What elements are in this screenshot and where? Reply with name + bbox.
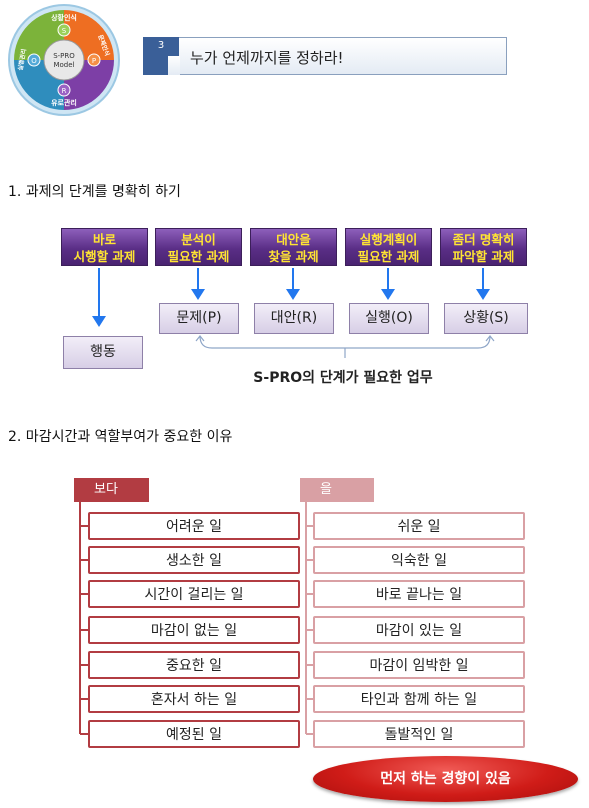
left-item: 마감이 없는 일 (88, 616, 300, 644)
logo-letter-s: S (62, 27, 67, 35)
step-problem: 문제(P) (159, 303, 239, 334)
right-item: 쉬운 일 (313, 512, 525, 540)
section1-heading: 1. 과제의 단계를 명확히 하기 (8, 184, 181, 200)
arrow-shaft-situation (482, 268, 484, 290)
task-needs-analysis: 분석이 필요한 과제 (155, 228, 242, 266)
conclusion-badge: 먼저 하는 경향이 있음 (313, 756, 578, 802)
task-find-alternative: 대안을 찾을 과제 (250, 228, 337, 266)
task-clarify: 좀더 명확히 파악할 과제 (440, 228, 527, 266)
step-execution: 실행(O) (349, 303, 429, 334)
logo-center-line1: S-PRO (53, 52, 75, 60)
step-alternative: 대안(R) (254, 303, 334, 334)
right-item: 타인과 함께 하는 일 (313, 685, 525, 713)
right-item: 돌발적인 일 (313, 720, 525, 748)
right-item: 익숙한 일 (313, 546, 525, 574)
left-connector (79, 500, 88, 735)
s-pro-model-logo: S-PRO Model S P R O 상황인식 문제인식 유로관리 실행관리 (8, 4, 120, 116)
arrow-down-icon (381, 289, 395, 300)
title-number-notch (168, 56, 180, 75)
right-header: 을 (300, 478, 374, 502)
left-header: 보다 (74, 478, 149, 502)
left-item: 생소한 일 (88, 546, 300, 574)
left-item: 중요한 일 (88, 651, 300, 679)
right-item: 마감이 있는 일 (313, 616, 525, 644)
spro-note: S-PRO의 단계가 필요한 업무 (253, 370, 433, 386)
left-item: 예정된 일 (88, 720, 300, 748)
logo-quadrant-bottom: 유로관리 (51, 98, 77, 107)
arrow-shaft-execution (387, 268, 389, 290)
right-connector (305, 500, 314, 735)
arrow-down-icon (92, 316, 106, 327)
left-item: 혼자서 하는 일 (88, 685, 300, 713)
section2-heading: 2. 마감시간과 역할부여가 중요한 이유 (8, 429, 233, 445)
arrow-down-icon (476, 289, 490, 300)
left-item: 시간이 걸리는 일 (88, 580, 300, 608)
task-immediate: 바로 시행할 과제 (61, 228, 148, 266)
task-needs-plan: 실행계획이 필요한 과제 (345, 228, 432, 266)
left-item: 어려운 일 (88, 512, 300, 540)
arrow-shaft-problem (197, 268, 199, 290)
section-title-bar: 3 누가 언제까지를 정하라! (143, 37, 507, 75)
action-box: 행동 (63, 336, 143, 369)
logo-letter-p: P (92, 57, 96, 65)
page-title: 누가 언제까지를 정하라! (190, 49, 344, 67)
arrow-shaft-alternative (292, 268, 294, 290)
arrow-down-icon (191, 289, 205, 300)
logo-letter-r: R (62, 87, 67, 95)
arrow-down-icon (286, 289, 300, 300)
logo-quadrant-top: 상황인식 (51, 13, 77, 22)
logo-center-line2: Model (53, 61, 74, 69)
arrow-shaft-action (98, 268, 100, 316)
logo-quadrant-left: 실행관리 (16, 48, 28, 71)
steps-bracket (195, 335, 495, 358)
right-item: 마감이 임박한 일 (313, 651, 525, 679)
right-item: 바로 끝나는 일 (313, 580, 525, 608)
step-situation: 상황(S) (444, 303, 528, 334)
logo-letter-o: O (31, 57, 37, 65)
